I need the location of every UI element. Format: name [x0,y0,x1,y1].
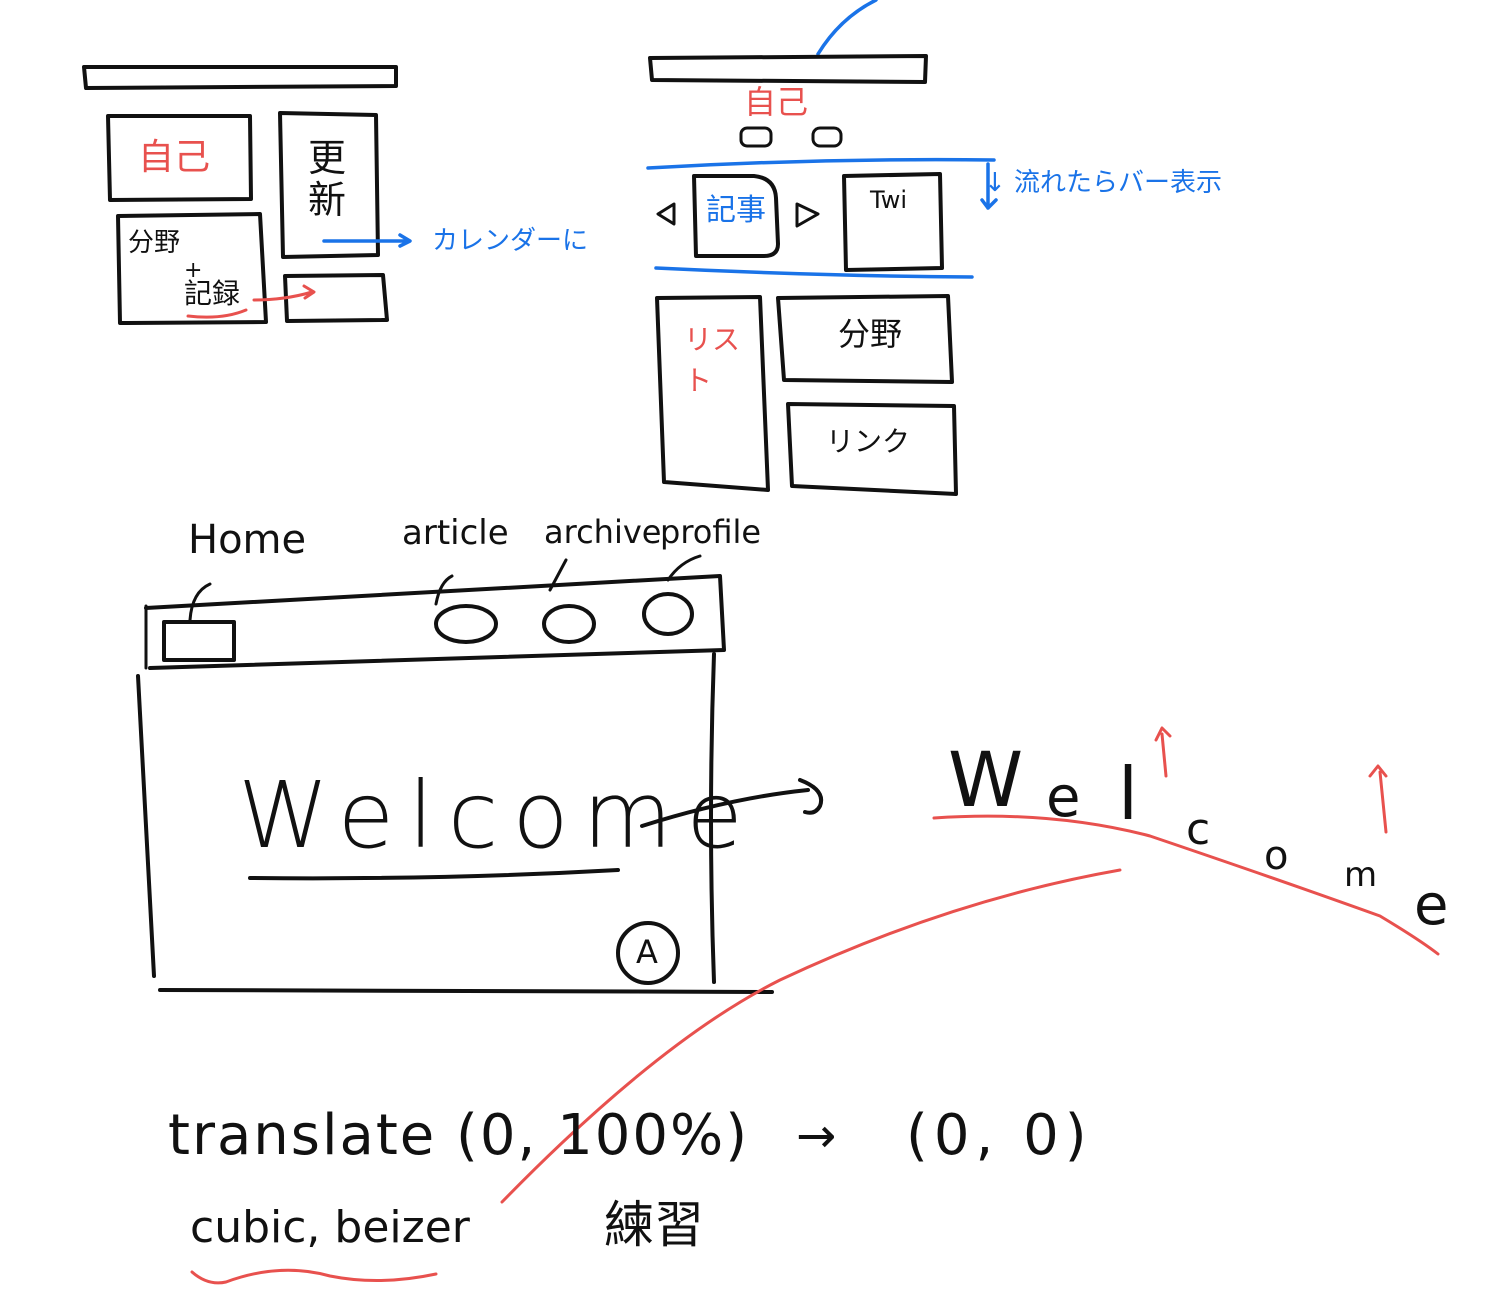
sketch-b-skills-label: 分野 [838,315,903,353]
article-pointer-line [434,574,454,606]
animated-letter: o [1264,833,1289,879]
browser-sketch [136,554,823,994]
archive-pointer-line [548,558,568,592]
sketch-a-header-bar [82,65,398,90]
translate-arrow: → [796,1108,837,1164]
animated-letter: e [1414,873,1449,938]
easing-note: cubic, beizer [190,1202,470,1253]
nav-home-label[interactable]: Home [188,517,307,563]
practice-note: 練習 [604,1196,704,1254]
sketch-a-calendar-note: カレンダーに [432,226,589,256]
sketch-b-dot-left [739,126,773,148]
welcome-red-arrow-l [1154,726,1172,778]
animated-letter: l [1118,752,1139,836]
animated-letter: c [1186,804,1211,855]
sketch-b-blue-line-bottom [654,266,974,279]
browser-to-welcome-arrow [640,778,823,828]
sketch-b-self-label: 自己 [744,83,809,121]
translate-note: translate (0, 100%) [168,1103,750,1168]
profile-circle-shape [642,592,694,636]
sketch-b-next-arrow [795,202,820,228]
browser-nav-bar [144,574,726,670]
sketch-b-skills-box [776,294,954,384]
sketch-b-scroll-note: ↓ 流れたらバー表示 [984,168,1223,198]
sketch-a-skills-label: 分野 [128,228,181,258]
browser-hero-text: Welcome [238,762,757,869]
animated-welcome [500,726,1440,1204]
welcome-red-arrow-m [1368,764,1388,834]
sketch-b [646,0,998,496]
sketch-a-update-box [278,111,380,259]
sketch-b-prev-arrow [656,202,676,226]
browser-home-button-shape [162,620,236,662]
sketch-a-update-label: 更新 [308,136,347,222]
sketch-b-article-frame [692,174,780,258]
notes-decor [190,1268,438,1285]
sketch-b-list-label: リスト [684,323,741,397]
animated-letter: W [948,735,1024,824]
sketch-a-record-box [283,273,389,323]
animated-letter: e [1046,765,1081,830]
nav-archive-label[interactable]: archive [544,513,662,551]
cubic-underline [190,1268,438,1285]
sketch-b-scroll-arrow [980,162,998,210]
browser-badge-circle [616,921,680,985]
sketch-b-blue-line-top [646,157,996,170]
sketch-a-record-arrow [252,284,316,302]
translate-target: (0, 0) [906,1103,1093,1168]
browser-body-frame [136,652,774,994]
sketch-a-self-box [106,114,253,202]
nav-article-label[interactable]: article [402,513,509,553]
animated-letter: m [1344,855,1378,895]
sketch-a-skills-box [116,212,268,325]
browser-badge-letter: A [636,933,658,971]
sketch-b-blue-connector [816,0,878,56]
sketch-a [82,65,412,325]
sketch-a-record-label: 記録 [184,277,241,310]
article-circle-shape [434,604,498,644]
welcome-curve-underline [932,814,1440,956]
sketch-a-record-underline [186,308,248,319]
sketch-b-list-box [655,295,770,492]
home-pointer-line [188,582,212,622]
sketch-b-links-box [786,402,958,496]
sketch-a-plus: + [184,258,203,283]
sketch-b-links-label: リンク [826,425,911,458]
sketch-a-self-label: 自己 [138,137,211,178]
sketch-b-twitter-label: Twi [870,186,907,214]
sketch-b-header-bar [648,54,928,84]
archive-circle-shape [542,604,596,644]
sketch-b-article-label: 記事 [706,193,766,228]
sketch-a-calendar-arrow [322,233,412,248]
bezier-connector-curve [500,868,1122,1204]
browser-hero-underline [248,868,620,881]
sketch-b-twitter-box [842,172,944,272]
profile-pointer-line [666,554,702,582]
sketch-b-dot-right [811,126,843,148]
nav-profile-label[interactable]: profile [660,513,762,551]
